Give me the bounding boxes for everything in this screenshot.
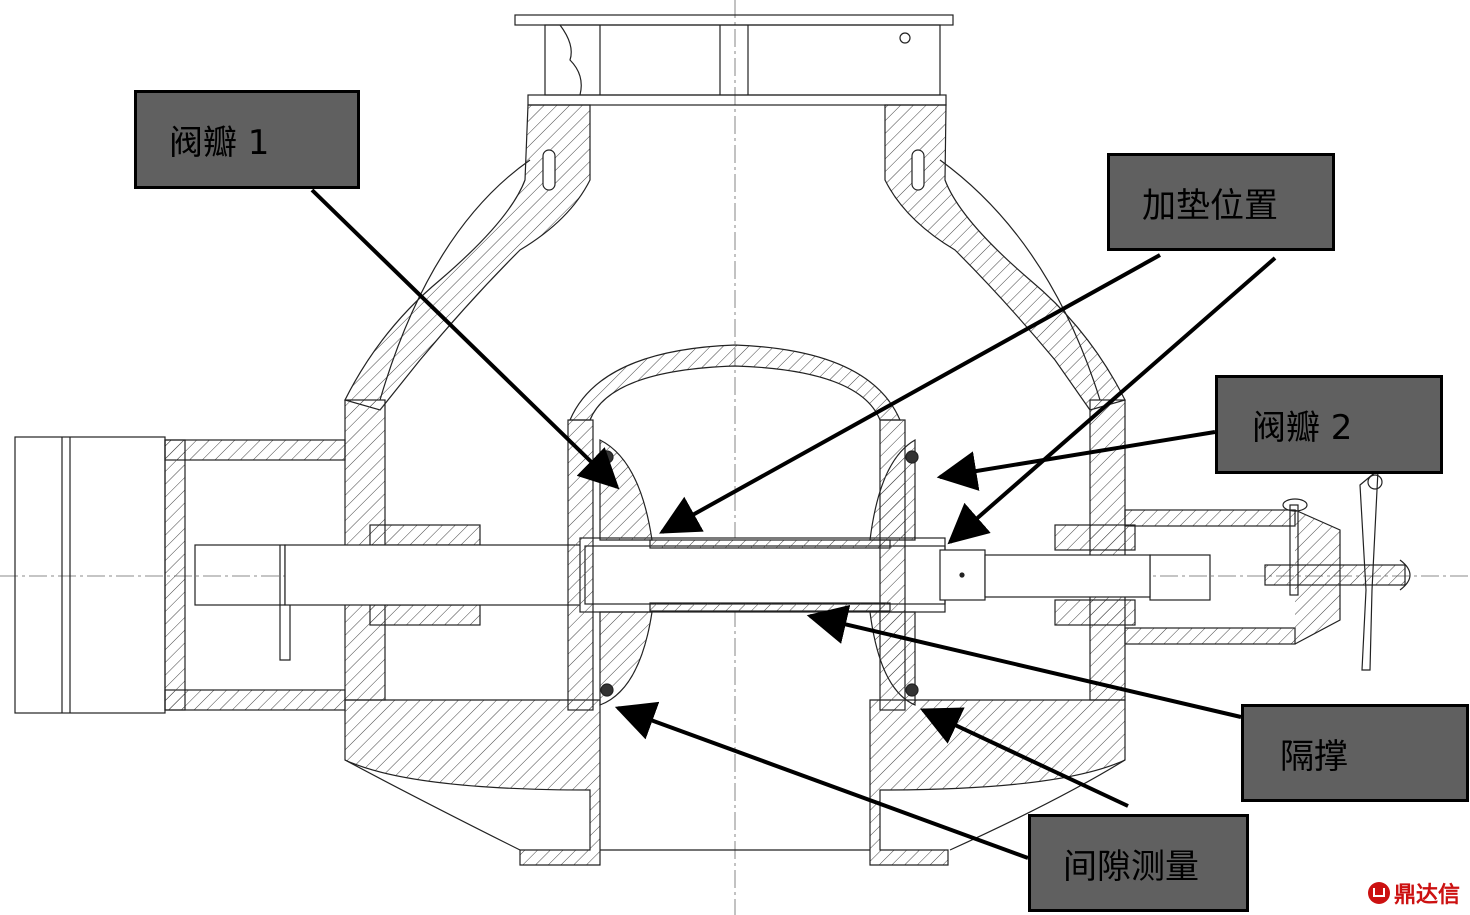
label-valve-flap-2: 阀瓣 2 [1215,375,1443,474]
label-valve-flap-1: 阀瓣 1 [134,90,360,189]
arrow-gap-left [614,701,1029,860]
label-spacer: 隔撑 [1241,704,1469,802]
main-shaft [284,537,1151,613]
watermark-text: 鼎达信 [1393,883,1460,908]
watermark-logo-icon [1367,882,1390,904]
arrow-shim-right [947,256,1277,545]
label-valve-flap-2-text: 阀瓣 2 [1252,408,1353,448]
label-gap-measurement-text: 间隙测量 [1063,846,1199,887]
right-bearing-housing [1054,399,1411,701]
arrow-gap-right [919,707,1129,808]
label-valve-flap-1-text: 阀瓣 1 [169,123,270,163]
label-shim-position: 加垫位置 [1107,153,1335,251]
arrow-spacer [806,604,1242,719]
leader-arrows [310,188,1277,860]
lower-body [344,699,1126,866]
valve-flaps [567,419,919,711]
label-shim-position-text: 加垫位置 [1142,185,1278,226]
arrow-shim-left [659,253,1161,534]
label-gap-measurement: 间隙测量 [1028,814,1249,912]
arrow-valve-flap-1 [310,188,620,490]
arrow-valve-flap-2 [936,430,1216,491]
watermark: 鼎达信 [1367,877,1460,909]
top-flange-frame [514,14,954,106]
label-spacer-text: 隔撑 [1280,736,1348,777]
